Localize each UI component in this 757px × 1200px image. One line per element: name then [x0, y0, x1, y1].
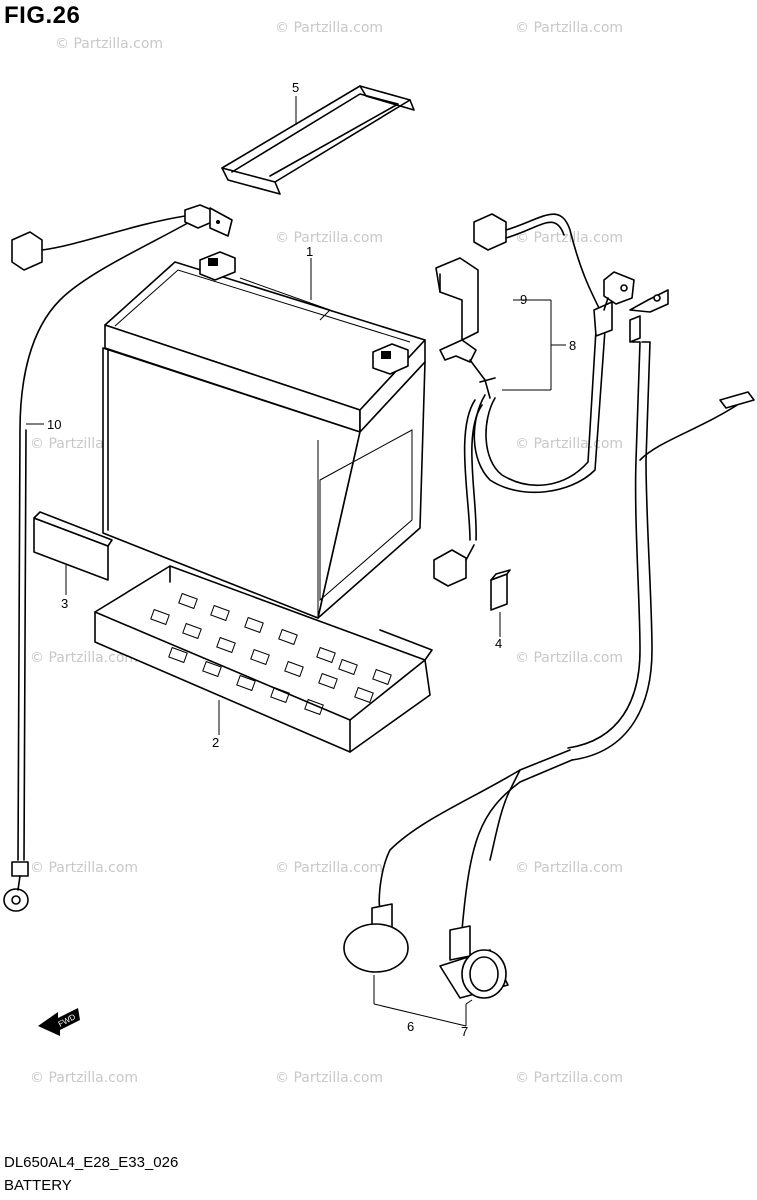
battery-part: [102, 251, 426, 619]
callout-6: 6: [407, 1019, 414, 1034]
watermark: © Partzilla.com: [55, 36, 163, 52]
leader-lines: [26, 96, 566, 1027]
watermark: © Partzilla.com: [515, 650, 623, 666]
callout-5: 5: [292, 80, 299, 95]
diagram-code: DL650AL4_E28_E33_026: [4, 1154, 179, 1171]
callout-4: 4: [495, 636, 502, 651]
watermark: © Partzilla.com: [275, 20, 383, 36]
watermark: © Partzilla.com: [30, 1070, 138, 1086]
forward-arrow-icon: FWD: [38, 1008, 80, 1036]
callout-3: 3: [61, 596, 68, 611]
watermark: © Partzilla.com: [275, 230, 383, 246]
callout-2: 2: [212, 735, 219, 750]
watermark: © Partzilla.com: [515, 860, 623, 876]
watermark: © Partzilla.com: [30, 650, 138, 666]
battery-tray-part: [94, 565, 433, 753]
figure-number: FIG.26: [4, 2, 81, 29]
diagram-caption: BATTERY: [4, 1177, 72, 1194]
callout-7: 7: [461, 1024, 468, 1039]
battery-strap-part: [221, 85, 415, 195]
watermark: © Partzilla.com: [515, 230, 623, 246]
cushion-part: [490, 569, 511, 611]
callout-9: 9: [520, 292, 527, 307]
ground-lead-part: [3, 204, 233, 912]
callout-10: 10: [47, 417, 61, 432]
watermark: © Partzilla.com: [515, 436, 623, 452]
positive-lead-part: [433, 213, 635, 587]
callout-1: 1: [306, 244, 313, 259]
spacer-pad-part: [33, 511, 113, 581]
harness-part: [343, 289, 755, 999]
watermark: © Partzilla.com: [515, 20, 623, 36]
watermark: © Partzilla.com: [275, 860, 383, 876]
callouts: 1 2 3 4 5 6 7 8 9 10: [47, 80, 576, 1039]
watermark: © Partzilla.com: [515, 1070, 623, 1086]
watermark: © Partzilla.com: [275, 1070, 383, 1086]
callout-8: 8: [569, 338, 576, 353]
watermark: © Partzilla.com: [30, 860, 138, 876]
